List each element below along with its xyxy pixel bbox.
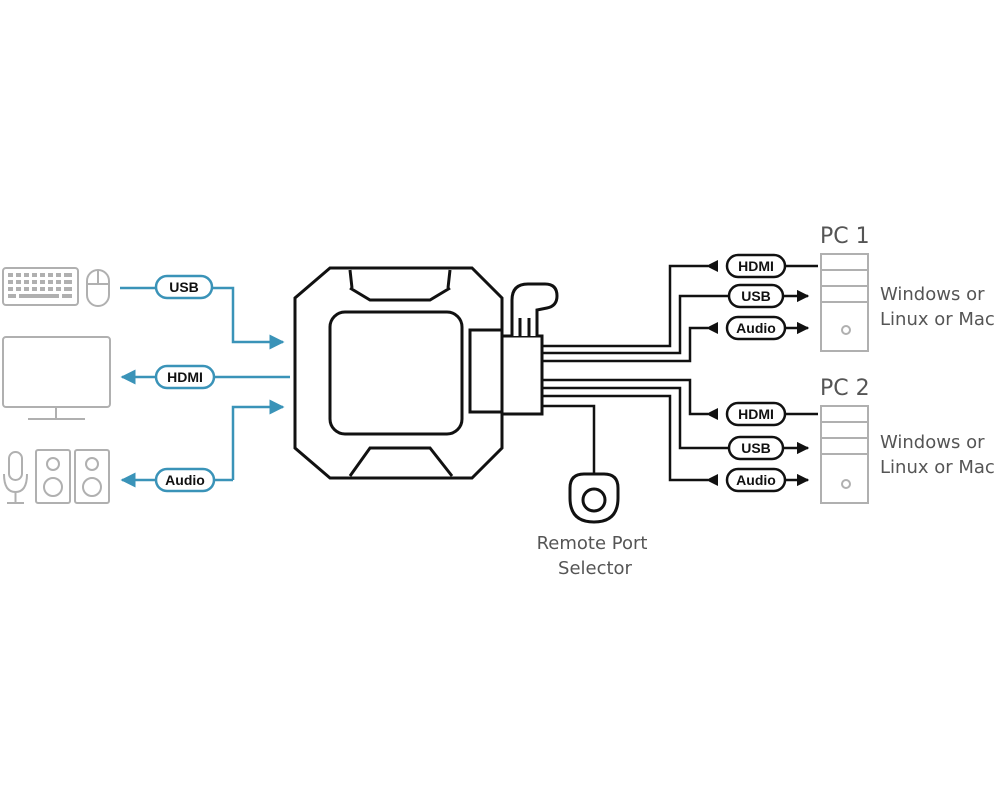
kvm-switch-icon: [293, 266, 559, 480]
microphone-icon: [3, 451, 28, 504]
remote-label-line1: Remote Port: [537, 533, 648, 554]
remote-label-line2: Selector: [558, 558, 633, 579]
svg-text:USB: USB: [741, 288, 771, 304]
svg-text:HDMI: HDMI: [167, 369, 203, 385]
svg-text:HDMI: HDMI: [738, 258, 774, 274]
svg-text:Audio: Audio: [736, 320, 776, 336]
audio-peripheral-label: Audio: [154, 467, 216, 493]
mouse-icon: [86, 269, 110, 307]
svg-text:USB: USB: [741, 440, 771, 456]
pc1-hdmi-label: HDMI: [725, 253, 787, 279]
pc2-os-line2: Linux or Mac: [880, 457, 995, 478]
pc2-usb-label: USB: [727, 435, 785, 461]
pc2-audio-label: Audio: [725, 467, 787, 493]
svg-text:USB: USB: [169, 279, 199, 295]
svg-text:Audio: Audio: [165, 472, 205, 488]
svg-text:Audio: Audio: [736, 472, 776, 488]
pc2-tower-icon: [820, 405, 869, 504]
pc2-title: PC 2: [820, 376, 870, 401]
remote-port-selector-icon: [568, 472, 620, 524]
svg-text:HDMI: HDMI: [738, 406, 774, 422]
pc1-os-line1: Windows or: [880, 284, 985, 305]
pc1-title: PC 1: [820, 224, 870, 249]
speaker-icon: [35, 449, 110, 504]
pc2-os-line1: Windows or: [880, 432, 985, 453]
monitor-icon: [2, 336, 111, 420]
hdmi-peripheral-label: HDMI: [154, 364, 216, 390]
pc1-os-line2: Linux or Mac: [880, 309, 995, 330]
pc2-hdmi-label: HDMI: [725, 401, 787, 427]
pc-arrowheads: [706, 260, 718, 486]
pc1-tower-icon: [820, 253, 869, 352]
pc1-usb-label: USB: [727, 283, 785, 309]
pc1-audio-label: Audio: [725, 315, 787, 341]
keyboard-icon: [2, 267, 79, 306]
usb-peripheral-label: USB: [154, 274, 214, 300]
